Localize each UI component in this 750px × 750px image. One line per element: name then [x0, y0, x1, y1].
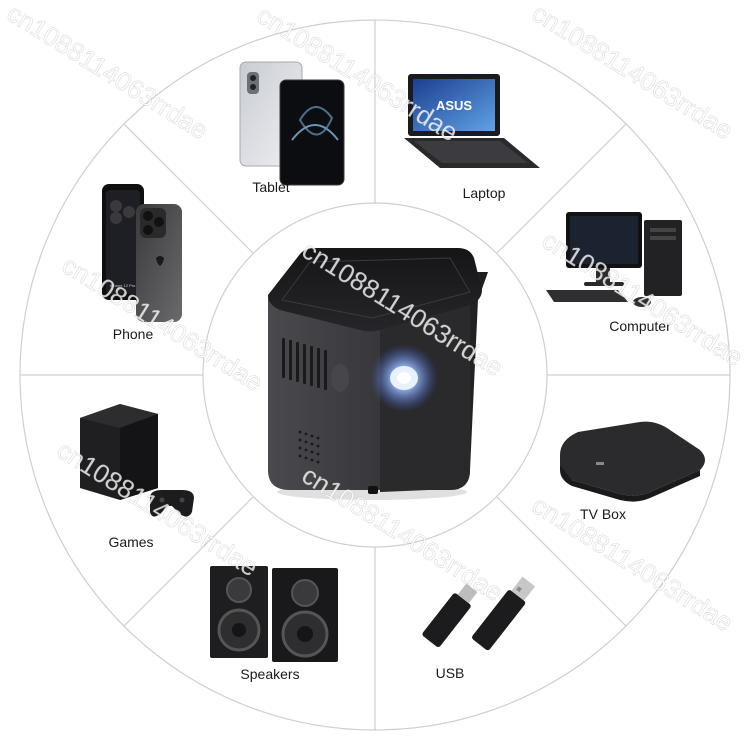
- projector-icon: [268, 248, 488, 500]
- usb-drive-icon: [422, 576, 536, 651]
- label-speakers: Speakers: [240, 666, 299, 682]
- phone-mockup-text: iPhone 12 Pro Mockup: [110, 283, 151, 288]
- label-computer: Computer: [609, 318, 671, 334]
- tv-box-icon: [560, 421, 705, 502]
- label-tv-box: TV Box: [580, 506, 626, 522]
- label-phone: Phone: [113, 326, 154, 342]
- label-games: Games: [108, 534, 153, 550]
- speakers-icon: [210, 566, 338, 662]
- divider-lines: [20, 20, 730, 730]
- label-tablet: Tablet: [252, 179, 289, 195]
- label-laptop: Laptop: [463, 185, 506, 201]
- desktop-computer-icon: [546, 212, 682, 307]
- watermark-text: cn1088114063rrdae: [2, 0, 214, 145]
- phone-icon: iPhone 12 Pro Mockup: [102, 184, 182, 322]
- laptop-brand-logo: ASUS: [436, 98, 472, 113]
- tablet-icon: [239, 61, 345, 186]
- game-console-icon: [80, 404, 194, 517]
- label-usb: USB: [436, 665, 465, 681]
- laptop-icon: ASUS: [404, 74, 540, 168]
